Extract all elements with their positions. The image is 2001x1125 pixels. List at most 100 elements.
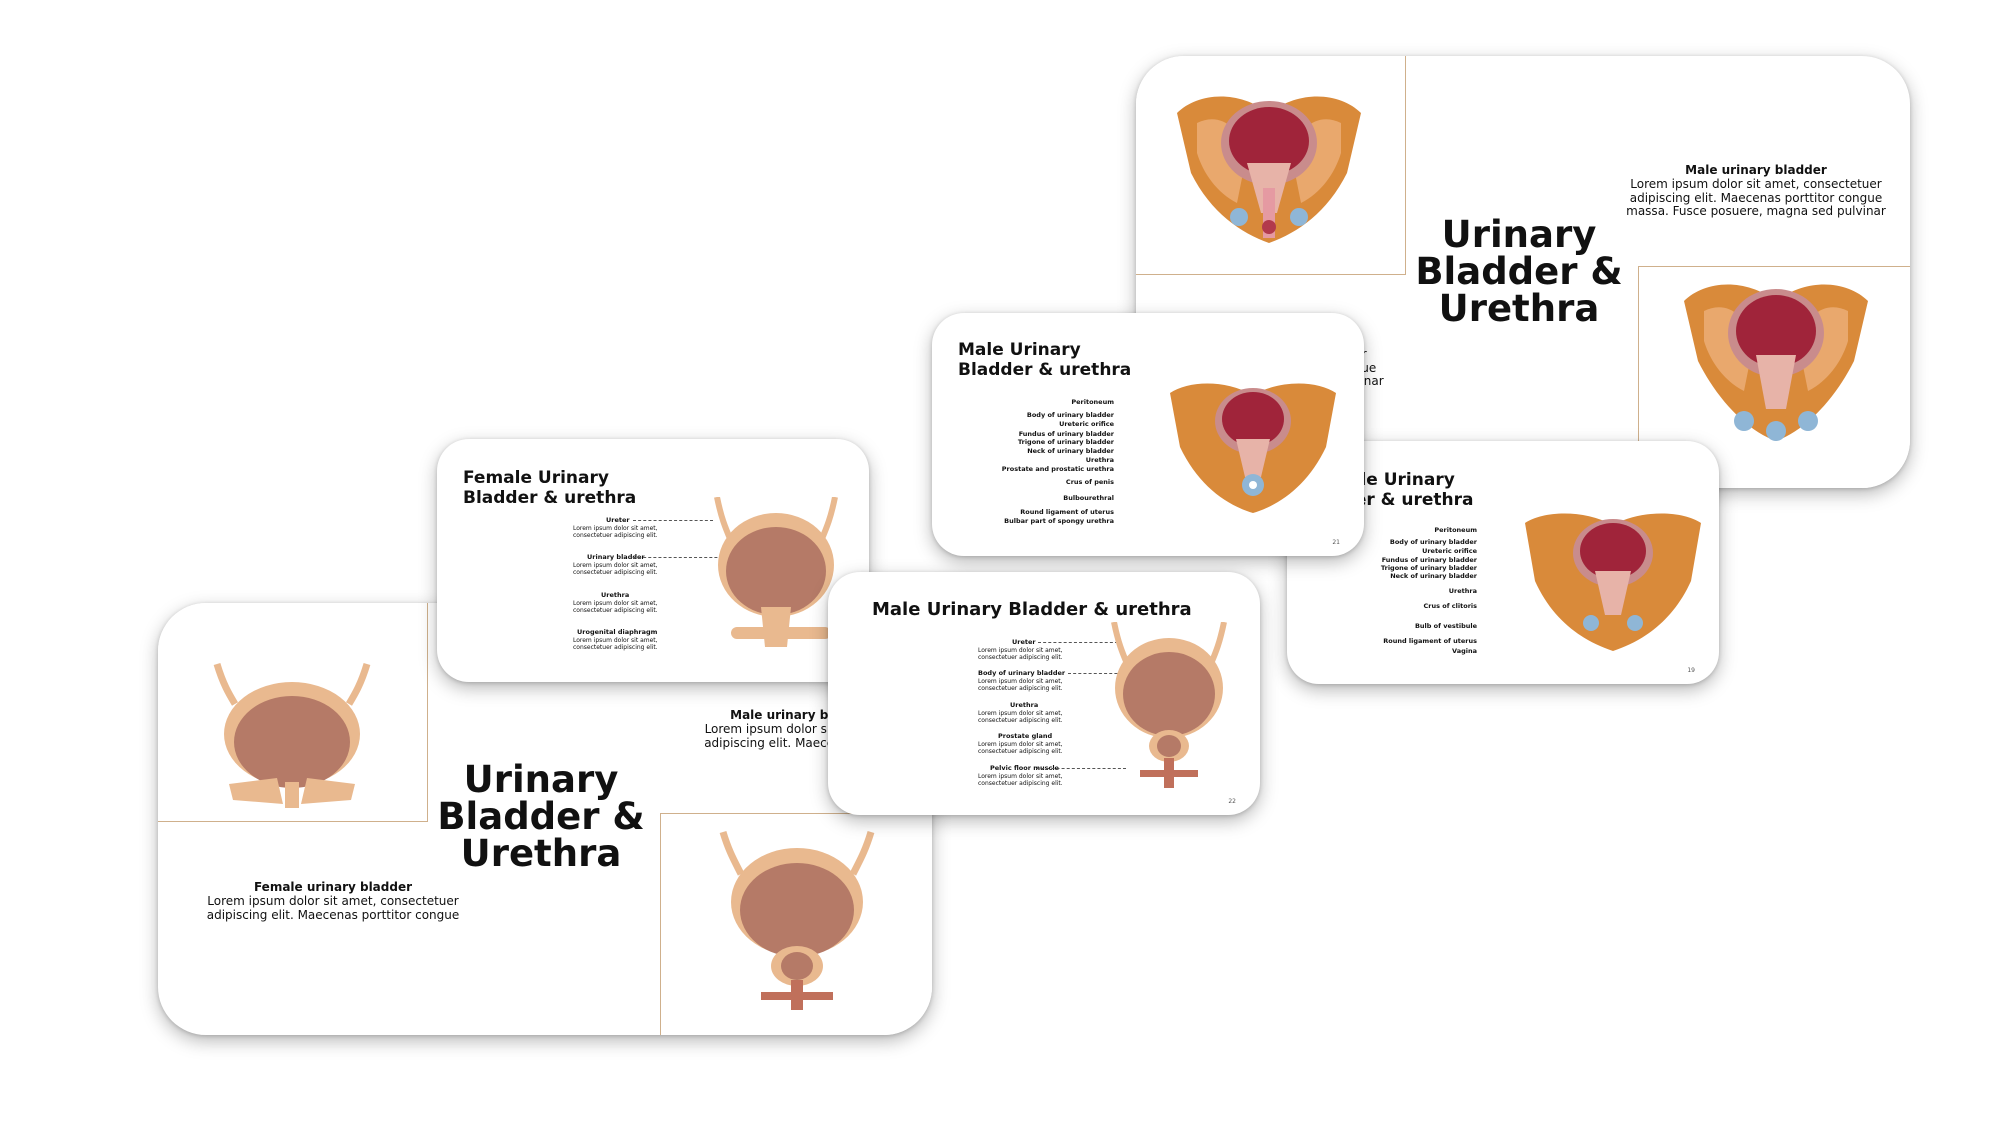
bottom-left-image-frame-right — [660, 813, 932, 1035]
title-line: Bladder & urethra — [463, 487, 637, 508]
title-line-2: Bladder & — [437, 795, 645, 838]
anatomy-label: Vagina — [1452, 647, 1477, 655]
anatomy-label: Fundus of urinary bladder — [1018, 430, 1114, 438]
label-leader-line — [1038, 642, 1118, 643]
description-line: Lorem ipsum dolor sit amet, — [573, 525, 658, 532]
top-right-caption: Male urinary bladder Lorem ipsum dolor s… — [1606, 163, 1906, 219]
anatomy-label: Trigone of urinary bladder — [1017, 438, 1114, 446]
anatomy-label: Bulbar part of spongy urethra — [1004, 517, 1114, 525]
slide-title: ale Urinary ler & urethra — [1349, 470, 1474, 510]
main-title: Urinary Bladder & Urethra — [1414, 216, 1624, 327]
caption-line: adipiscing elit. Maecenas porttitor cong… — [206, 907, 460, 922]
anatomy-label: Crus of clitoris — [1423, 602, 1477, 610]
main-title: Urinary Bladder & Urethra — [436, 761, 646, 872]
label-description: Lorem ipsum dolor sit amet, consectetuer… — [978, 710, 1063, 724]
slide-male-labeled-21[interactable]: Male Urinary Bladder & urethra Peritoneu… — [932, 313, 1364, 556]
label-leader-line — [1068, 673, 1138, 674]
anatomy-label: Bulb of vestibule — [1414, 622, 1477, 630]
slide-title: Male Urinary Bladder & urethra — [958, 340, 1132, 380]
description-line: consectetuer adipiscing elit. — [978, 780, 1063, 788]
anatomy-label: Round ligament of uterus — [1020, 508, 1114, 516]
label-leader-line — [633, 520, 713, 521]
anatomy-label: Ureteric orifice — [1059, 420, 1114, 428]
title-line: Bladder & urethra — [958, 359, 1132, 380]
label-description: Lorem ipsum dolor sit amet, consectetuer… — [978, 678, 1063, 692]
description-line: Lorem ipsum dolor sit amet, — [978, 741, 1063, 748]
description-line: Lorem ipsum dolor sit amet, — [978, 710, 1063, 717]
anatomy-label: Peritoneum — [1071, 398, 1114, 406]
anatomy-label: Prostate gland — [998, 732, 1053, 740]
anatomy-label: Body of urinary bladder — [978, 669, 1066, 677]
description-line: consectetuer adipiscing elit. — [573, 607, 658, 615]
caption-title: Female urinary bladder — [253, 880, 413, 894]
title-line-2: Bladder & — [1415, 250, 1623, 293]
anatomy-label: Ureter — [606, 516, 630, 524]
slide-male-urethra-22[interactable]: Male Urinary Bladder & urethra Ureter Lo… — [828, 572, 1260, 815]
anatomy-label: Neck of urinary bladder — [1390, 572, 1477, 580]
title-line-1: Urinary — [1441, 213, 1597, 256]
label-description: Lorem ipsum dolor sit amet, consectetuer… — [573, 525, 658, 539]
label-description: Lorem ipsum dolor sit amet, consectetuer… — [573, 637, 658, 651]
label-description: Lorem ipsum dolor sit amet, consectetuer… — [978, 773, 1063, 787]
female-pelvis-section-illustration — [1525, 513, 1701, 651]
slide-title: Female Urinary Bladder & urethra — [463, 468, 637, 508]
male-pelvis-section-illustration — [1170, 383, 1336, 513]
title-line: Male Urinary — [958, 340, 1081, 360]
description-line: Lorem ipsum dolor sit amet, — [573, 600, 658, 607]
anatomy-label: Body of urinary bladder — [1026, 411, 1114, 419]
title-line-3: Urethra — [460, 832, 622, 875]
anatomy-label: Urethra — [1085, 456, 1114, 464]
label-leader-line — [633, 557, 753, 558]
anatomy-label: Bulbourethral — [1063, 494, 1114, 502]
description-line: Lorem ipsum dolor sit amet, — [573, 637, 658, 644]
title-line: ale Urinary — [1349, 470, 1455, 490]
title-line: ler & urethra — [1349, 489, 1474, 510]
female-caption: Female urinary bladder Lorem ipsum dolor… — [188, 880, 478, 922]
anatomy-label: Round ligament of uterus — [1383, 637, 1477, 645]
anatomy-label: Neck of urinary bladder — [1027, 447, 1114, 455]
title-line: Female Urinary — [463, 468, 609, 488]
description-line: Lorem ipsum dolor sit amet, — [978, 647, 1063, 654]
label-description: Lorem ipsum dolor sit amet, consectetuer… — [978, 741, 1063, 755]
anatomy-label: Pelvic floor muscle — [990, 764, 1059, 772]
anatomy-label: Crus of penis — [1065, 478, 1114, 486]
anatomy-label: Body of urinary bladder — [1389, 538, 1477, 546]
description-line: consectetuer adipiscing elit. — [978, 654, 1063, 662]
page-number: 22 — [1228, 798, 1236, 805]
description-line: consectetuer adipiscing elit. — [978, 685, 1063, 693]
caption-title: Male urinary bladder — [1685, 163, 1827, 177]
description-line: Lorem ipsum dolor sit amet, — [978, 773, 1063, 780]
pelvis-coronal-section-illustration — [1684, 284, 1868, 441]
description-line: consectetuer adipiscing elit. — [573, 644, 658, 652]
description-line: consectetuer adipiscing elit. — [573, 532, 658, 540]
male-bladder-illustration — [1111, 622, 1227, 788]
anatomy-label: Urethra — [1010, 701, 1039, 709]
caption-line: adipiscing elit. Maecenas porttitor cong… — [1629, 190, 1883, 205]
description-line: consectetuer adipiscing elit. — [978, 717, 1063, 725]
top-right-image-frame-left — [1136, 56, 1406, 275]
page-number: 19 — [1687, 667, 1695, 674]
anatomy-label: Urinary bladder — [587, 553, 645, 561]
female-bladder-illustration — [714, 497, 838, 647]
anatomy-label: Prostate and prostatic urethra — [1001, 465, 1114, 473]
female-bladder-illustration — [213, 662, 371, 808]
anatomy-label: Ureter — [1012, 638, 1036, 646]
anatomy-label: Trigone of urinary bladder — [1380, 564, 1477, 572]
slide-female-urethra-20[interactable]: Female Urinary Bladder & urethra Ureter … — [437, 439, 869, 682]
caption-line: Lorem ipsum dolor sit amet, consectetuer — [1630, 176, 1882, 191]
description-line: Lorem ipsum dolor sit amet, — [573, 562, 658, 569]
pelvis-coronal-section-illustration — [1177, 96, 1361, 243]
anatomy-label: Urogenital diaphragm — [577, 628, 658, 636]
caption-line: massa. Fusce posuere, magna sed pulvinar — [1626, 204, 1886, 219]
description-line: consectetuer adipiscing elit. — [573, 569, 658, 577]
label-description: Lorem ipsum dolor sit amet, consectetuer… — [978, 647, 1063, 661]
description-line: Lorem ipsum dolor sit amet, — [978, 678, 1063, 685]
anatomy-label: Urethra — [1448, 587, 1477, 595]
title-line-3: Urethra — [1438, 287, 1600, 330]
anatomy-label: Fundus of urinary bladder — [1381, 556, 1477, 564]
title-line-1: Urinary — [463, 758, 619, 801]
anatomy-label: Ureteric orifice — [1422, 547, 1477, 555]
page-number: 21 — [1332, 539, 1340, 546]
anatomy-label: Urethra — [601, 591, 630, 599]
slide-title: Male Urinary Bladder & urethra — [872, 599, 1192, 620]
